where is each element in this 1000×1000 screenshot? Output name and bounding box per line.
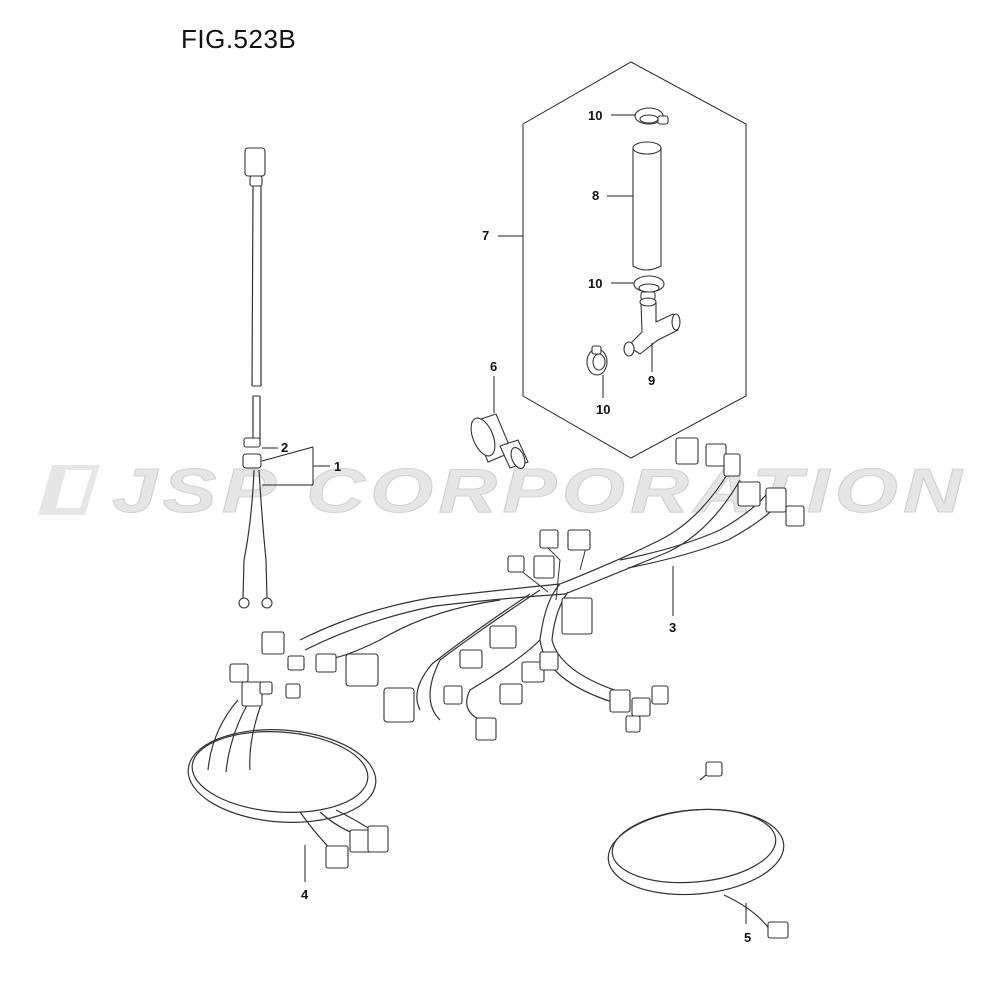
callout-9: 9: [648, 373, 655, 388]
part-10-clip-bottom[interactable]: [586, 345, 608, 376]
callout-7: 7: [482, 228, 489, 243]
figure-title: FIG.523B: [181, 24, 297, 54]
part-10-clip-top[interactable]: [634, 107, 669, 125]
callout-2: 2: [281, 440, 288, 455]
part-10-clip-middle[interactable]: [633, 275, 665, 301]
callout-10-middle: 10: [588, 276, 602, 291]
callout-3: 3: [669, 620, 676, 635]
watermark-logo: [38, 465, 100, 515]
callout-4: 4: [301, 887, 309, 902]
callout-1: 1: [334, 459, 341, 474]
part-1-lead-wire[interactable]: [238, 147, 273, 609]
part-2-fuse-holder[interactable]: [242, 437, 262, 469]
callout-5: 5: [744, 930, 751, 945]
callout-8: 8: [592, 188, 599, 203]
part-7-kit-outline: [522, 61, 747, 459]
part-3-main-harness[interactable]: [261, 437, 805, 741]
part-5-extension-cable[interactable]: [605, 761, 789, 939]
part-4-loop-harness[interactable]: [185, 663, 389, 869]
part-6-fitting[interactable]: [466, 413, 529, 470]
part-9-t-joint[interactable]: [623, 297, 681, 357]
part-8-hose[interactable]: [632, 141, 662, 271]
callout-10-bottom: 10: [596, 402, 610, 417]
callout-6: 6: [490, 359, 497, 374]
callout-10-top: 10: [588, 108, 602, 123]
